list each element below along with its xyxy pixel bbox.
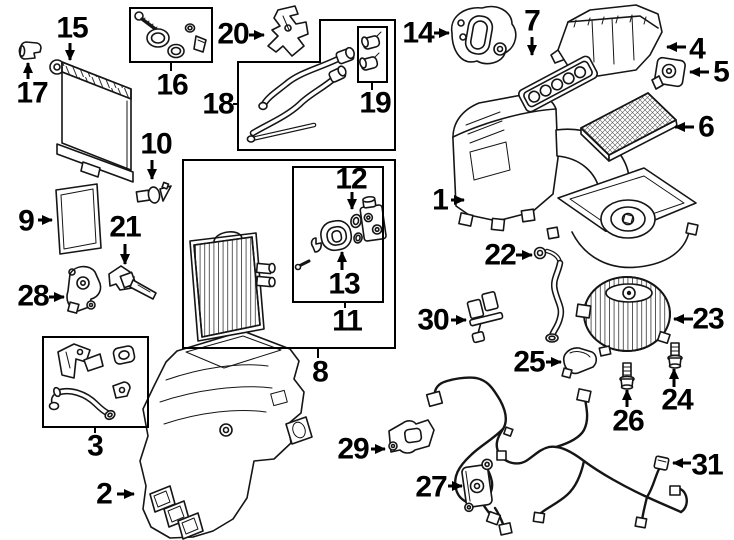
callout-number-1[interactable]: 1 [432,184,449,217]
callout-number-2[interactable]: 2 [96,478,113,511]
callout-number-20[interactable]: 20 [217,18,250,51]
callout-8[interactable]: 8 [312,348,329,389]
callout-17[interactable]: 17 [16,62,49,110]
callout-2[interactable]: 2 [96,478,135,511]
callout-number-5[interactable]: 5 [713,56,730,89]
part-drain-hose [533,246,565,343]
part-actuator-28 [66,265,102,314]
callout-3[interactable]: 3 [87,427,104,463]
callout-25[interactable]: 25 [513,346,562,379]
part-sensor-bracket [651,56,686,90]
callout-number-28[interactable]: 28 [17,280,50,313]
part-o-ring-12 [350,213,363,244]
callout-12[interactable]: 12 [335,163,368,210]
callout-9[interactable]: 9 [18,205,53,238]
callout-24[interactable]: 24 [661,368,695,417]
callout-number-12[interactable]: 12 [335,163,368,196]
callout-26[interactable]: 26 [612,389,645,438]
part-pipe-caps [359,31,382,71]
callout-14[interactable]: 14 [402,17,450,50]
part-firewall-grommet [450,5,517,65]
part-wiring-harness [425,376,688,536]
callout-number-14[interactable]: 14 [402,17,436,50]
callout-number-22[interactable]: 22 [484,239,517,272]
callout-number-10[interactable]: 10 [140,128,173,161]
callout-number-3[interactable]: 3 [87,430,104,463]
callout-number-7[interactable]: 7 [524,5,541,38]
callout-number-31[interactable]: 31 [691,449,724,482]
callout-number-30[interactable]: 30 [417,304,450,337]
callout-number-23[interactable]: 23 [692,303,725,336]
part-heater-pipe-fitting [18,41,42,60]
callout-22[interactable]: 22 [484,239,533,272]
part-seal-panel [55,183,102,255]
part-lower-housing [139,330,313,540]
part-blower-motor-fan [575,276,671,357]
part-temp-sensor-probe [108,265,157,300]
callout-number-19[interactable]: 19 [359,87,392,120]
callout-number-4[interactable]: 4 [689,33,707,66]
part-actuator-29 [388,419,435,454]
callout-6[interactable]: 6 [674,111,715,144]
callout-19[interactable]: 19 [359,82,392,120]
callout-4[interactable]: 4 [666,33,707,66]
callout-28[interactable]: 28 [17,280,65,313]
callout-11[interactable]: 11 [332,302,363,338]
part-seal-kit [134,11,207,59]
part-heater-core [49,59,134,183]
callout-30[interactable]: 30 [417,304,467,337]
group-box-18 [237,19,396,151]
part-heater-pipes [246,46,356,143]
callout-29[interactable]: 29 [337,433,386,466]
part-expansion-valve [359,195,387,242]
part-pipe-bracket [267,5,309,57]
part-actuator-27 [461,458,493,513]
group-box-11 [292,166,384,303]
callout-number-26[interactable]: 26 [612,405,645,438]
callout-7[interactable]: 7 [524,5,541,56]
callout-number-27[interactable]: 27 [415,471,448,504]
part-check-valve [135,181,172,204]
group-box-19 [357,26,388,83]
callout-number-17[interactable]: 17 [16,77,49,110]
callout-number-24[interactable]: 24 [661,384,695,417]
callout-number-8[interactable]: 8 [312,356,329,389]
part-drain-kit [48,343,136,421]
callout-18[interactable]: 18 [202,88,238,121]
part-sensor-30 [466,291,504,344]
callout-number-21[interactable]: 21 [109,211,142,244]
part-screw-26 [619,362,635,390]
callout-13[interactable]: 13 [328,251,361,301]
callout-31[interactable]: 31 [672,449,724,482]
callout-10[interactable]: 10 [140,128,173,180]
callout-15[interactable]: 15 [56,12,89,61]
callout-number-11[interactable]: 11 [332,305,363,338]
part-harness-connector-31 [653,455,670,471]
part-expansion-valve-kit [294,195,387,271]
callout-number-25[interactable]: 25 [513,346,546,379]
callout-number-16[interactable]: 16 [156,69,189,102]
callout-21[interactable]: 21 [109,211,142,265]
part-duct-cover [561,347,598,379]
callout-23[interactable]: 23 [673,303,725,336]
callout-5[interactable]: 5 [689,56,730,89]
part-evaporator-core [189,231,276,342]
callout-20[interactable]: 20 [217,18,265,51]
callout-number-13[interactable]: 13 [328,268,361,301]
part-seal-13 [320,219,353,252]
part-inlet-vent-grille [518,55,598,113]
group-box-8 [182,159,396,349]
diagram-artwork [18,4,699,540]
callout-number-9[interactable]: 9 [18,205,35,238]
callout-number-18[interactable]: 18 [202,88,235,121]
callout-number-15[interactable]: 15 [56,12,89,45]
callout-1[interactable]: 1 [432,184,465,217]
part-screw-24 [667,342,683,369]
callout-number-29[interactable]: 29 [337,433,370,466]
callout-27[interactable]: 27 [415,471,463,504]
callout-number-6[interactable]: 6 [698,111,715,144]
callout-16[interactable]: 16 [156,62,189,102]
